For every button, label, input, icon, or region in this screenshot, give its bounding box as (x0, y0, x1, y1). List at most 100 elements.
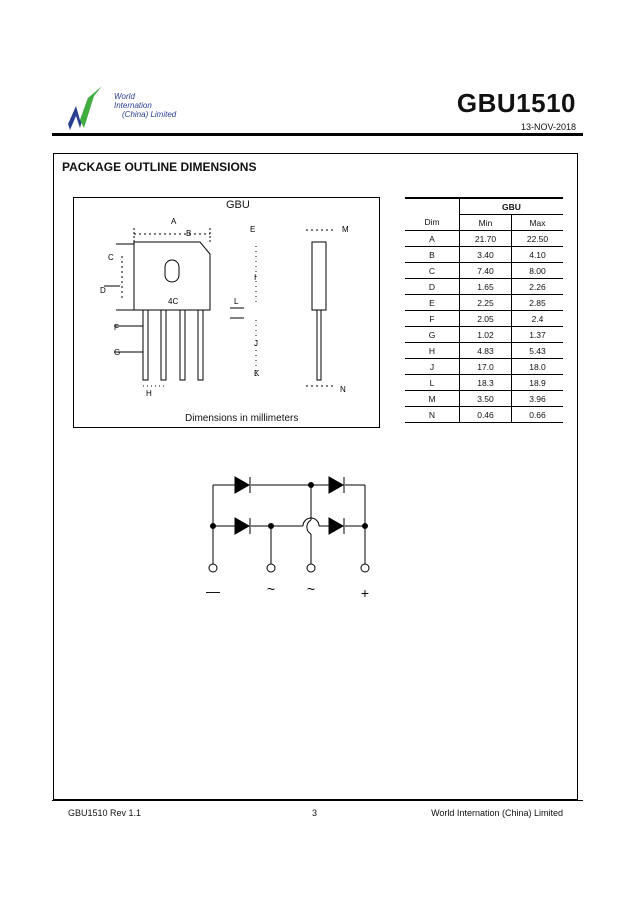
dim-letter-n: N (340, 385, 346, 394)
cell-dim: G (405, 326, 460, 343)
cell-min: 1.65 (459, 278, 512, 295)
diode-4-icon (328, 517, 345, 535)
cell-max: 2.26 (511, 278, 563, 295)
cell-dim: J (405, 358, 460, 375)
lead-2 (160, 309, 167, 381)
body-marking: 4C (168, 297, 178, 306)
cell-min: 3.40 (459, 246, 512, 263)
dim-letter-c: C (108, 253, 114, 262)
terminal-label-ac2: ~ (307, 581, 315, 597)
terminal-ac2-icon (306, 563, 316, 573)
cell-min: 1.02 (459, 326, 512, 343)
diode-2-icon (328, 476, 345, 494)
table-group-header-row: GBU (405, 197, 563, 215)
cell-dim: N (405, 406, 460, 423)
company-line-3: (China) Limited (122, 110, 177, 119)
cell-dim: L (405, 374, 460, 391)
dim-letter-m: M (342, 225, 349, 234)
cell-dim: C (405, 262, 460, 279)
footer-page-number: 3 (312, 808, 318, 818)
bridge-rectifier-schematic: — ~ ~ + (206, 476, 370, 601)
cell-min: 17.0 (459, 358, 512, 375)
cell-max: 2.4 (511, 310, 563, 327)
content-frame (53, 153, 578, 800)
footer-revision: GBU1510 Rev 1.1 (68, 808, 142, 818)
dim-letter-k: K (254, 369, 260, 378)
dim-letter-d: D (100, 286, 106, 295)
cell-min: 2.05 (459, 310, 512, 327)
dim-letter-a: A (171, 217, 177, 226)
cell-max: 3.96 (511, 390, 563, 407)
company-logo (62, 86, 102, 130)
diode-3-icon (234, 517, 251, 535)
lead-3 (179, 309, 186, 381)
package-outline-box (73, 197, 380, 428)
package-label: GBU (226, 199, 250, 211)
side-view-lead (316, 309, 322, 381)
cell-min: 21.70 (459, 230, 512, 247)
cell-dim: M (405, 390, 460, 407)
table-column-header-row: Dim Min Max (405, 214, 563, 231)
header-rule (52, 133, 583, 136)
dim-letter-e: E (250, 225, 255, 234)
cell-max: 18.9 (511, 374, 563, 391)
cell-dim: A (405, 230, 460, 247)
package-outline-drawing: A B C D E F G H I J K L M N 4C (100, 217, 349, 398)
dim-letter-j: J (254, 339, 258, 348)
terminal-pos-icon (360, 563, 370, 573)
cell-dim: F (405, 310, 460, 327)
dimensions-note: Dimensions in millimeters (185, 413, 299, 424)
cell-max: 18.0 (511, 358, 563, 375)
lead-4 (197, 309, 204, 381)
cell-dim: D (405, 278, 460, 295)
company-name: World Internation (China) Limited (114, 92, 176, 119)
table-group-header: GBU (459, 197, 563, 215)
dim-letter-b: B (186, 229, 191, 238)
terminal-label-ac1: ~ (267, 581, 275, 597)
terminal-label-neg: — (206, 583, 220, 599)
cell-min: 3.50 (459, 390, 512, 407)
mounting-slot (164, 259, 180, 283)
footer-rule (52, 800, 583, 801)
cell-dim: E (405, 294, 460, 311)
cell-min: 4.83 (459, 342, 512, 359)
cell-min: 7.40 (459, 262, 512, 279)
company-line-1: World (114, 92, 135, 101)
dim-letter-l: L (234, 297, 239, 306)
cell-max: 22.50 (511, 230, 563, 247)
column-header-max: Max (511, 214, 563, 231)
part-number-title: GBU1510 (456, 88, 576, 118)
cell-min: 2.25 (459, 294, 512, 311)
cell-max: 0.66 (511, 406, 563, 423)
cell-dim: H (405, 342, 460, 359)
cell-max: 2.85 (511, 294, 563, 311)
terminal-neg-icon (208, 563, 218, 573)
column-header-dim: Dim (424, 217, 440, 228)
dim-letter-i: I (254, 273, 256, 282)
cell-max: 1.37 (511, 326, 563, 343)
footer-company: World Internation (China) Limited (431, 808, 563, 818)
cell-max: 5.43 (511, 342, 563, 359)
diode-1-icon (234, 476, 251, 494)
cell-dim: B (405, 246, 460, 263)
cell-max: 8.00 (511, 262, 563, 279)
cell-min: 18.3 (459, 374, 512, 391)
terminal-ac1-icon (266, 563, 276, 573)
cell-min: 0.46 (459, 406, 512, 423)
lead-1 (142, 309, 149, 381)
side-view-body (311, 241, 327, 311)
document-date: 13-NOV-2018 (520, 122, 576, 132)
terminal-label-pos: + (361, 585, 369, 601)
